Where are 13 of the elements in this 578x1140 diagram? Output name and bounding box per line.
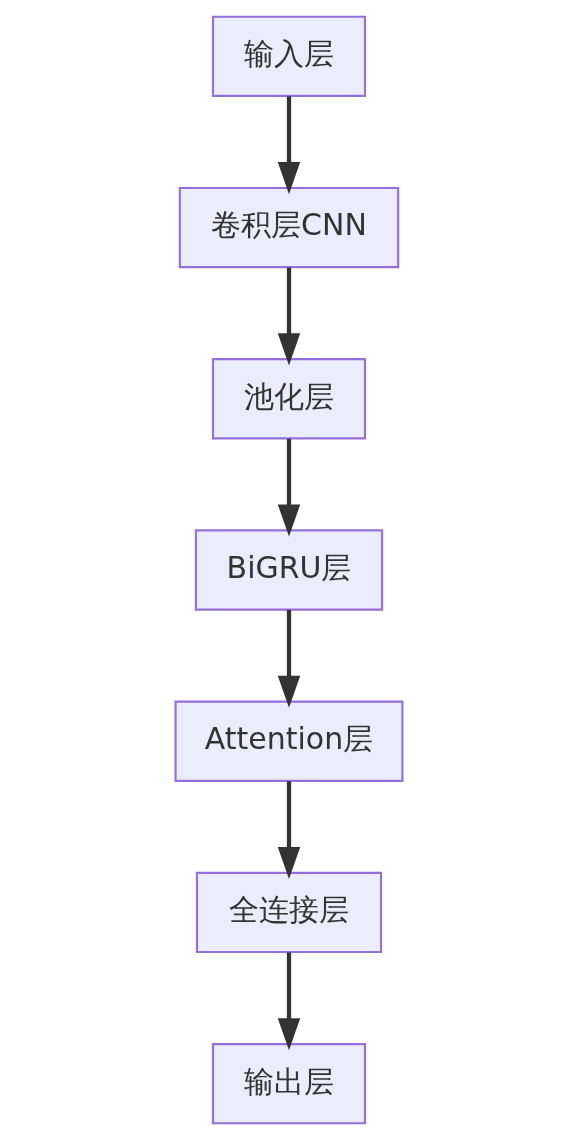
node-box: 输出层 xyxy=(211,1043,367,1125)
arrow xyxy=(277,267,301,366)
arrow xyxy=(277,952,301,1051)
arrow xyxy=(277,781,301,880)
node-box: Attention层 xyxy=(174,700,404,782)
node-box: 全连接层 xyxy=(195,871,383,954)
node-box: 池化层 xyxy=(211,358,367,440)
arrow xyxy=(277,438,301,537)
node-box: 输入层 xyxy=(211,15,367,97)
node-box: 卷积层CNN xyxy=(178,186,400,269)
arrow xyxy=(277,96,301,195)
node-box: BiGRU层 xyxy=(194,529,384,611)
arrow xyxy=(277,610,301,708)
